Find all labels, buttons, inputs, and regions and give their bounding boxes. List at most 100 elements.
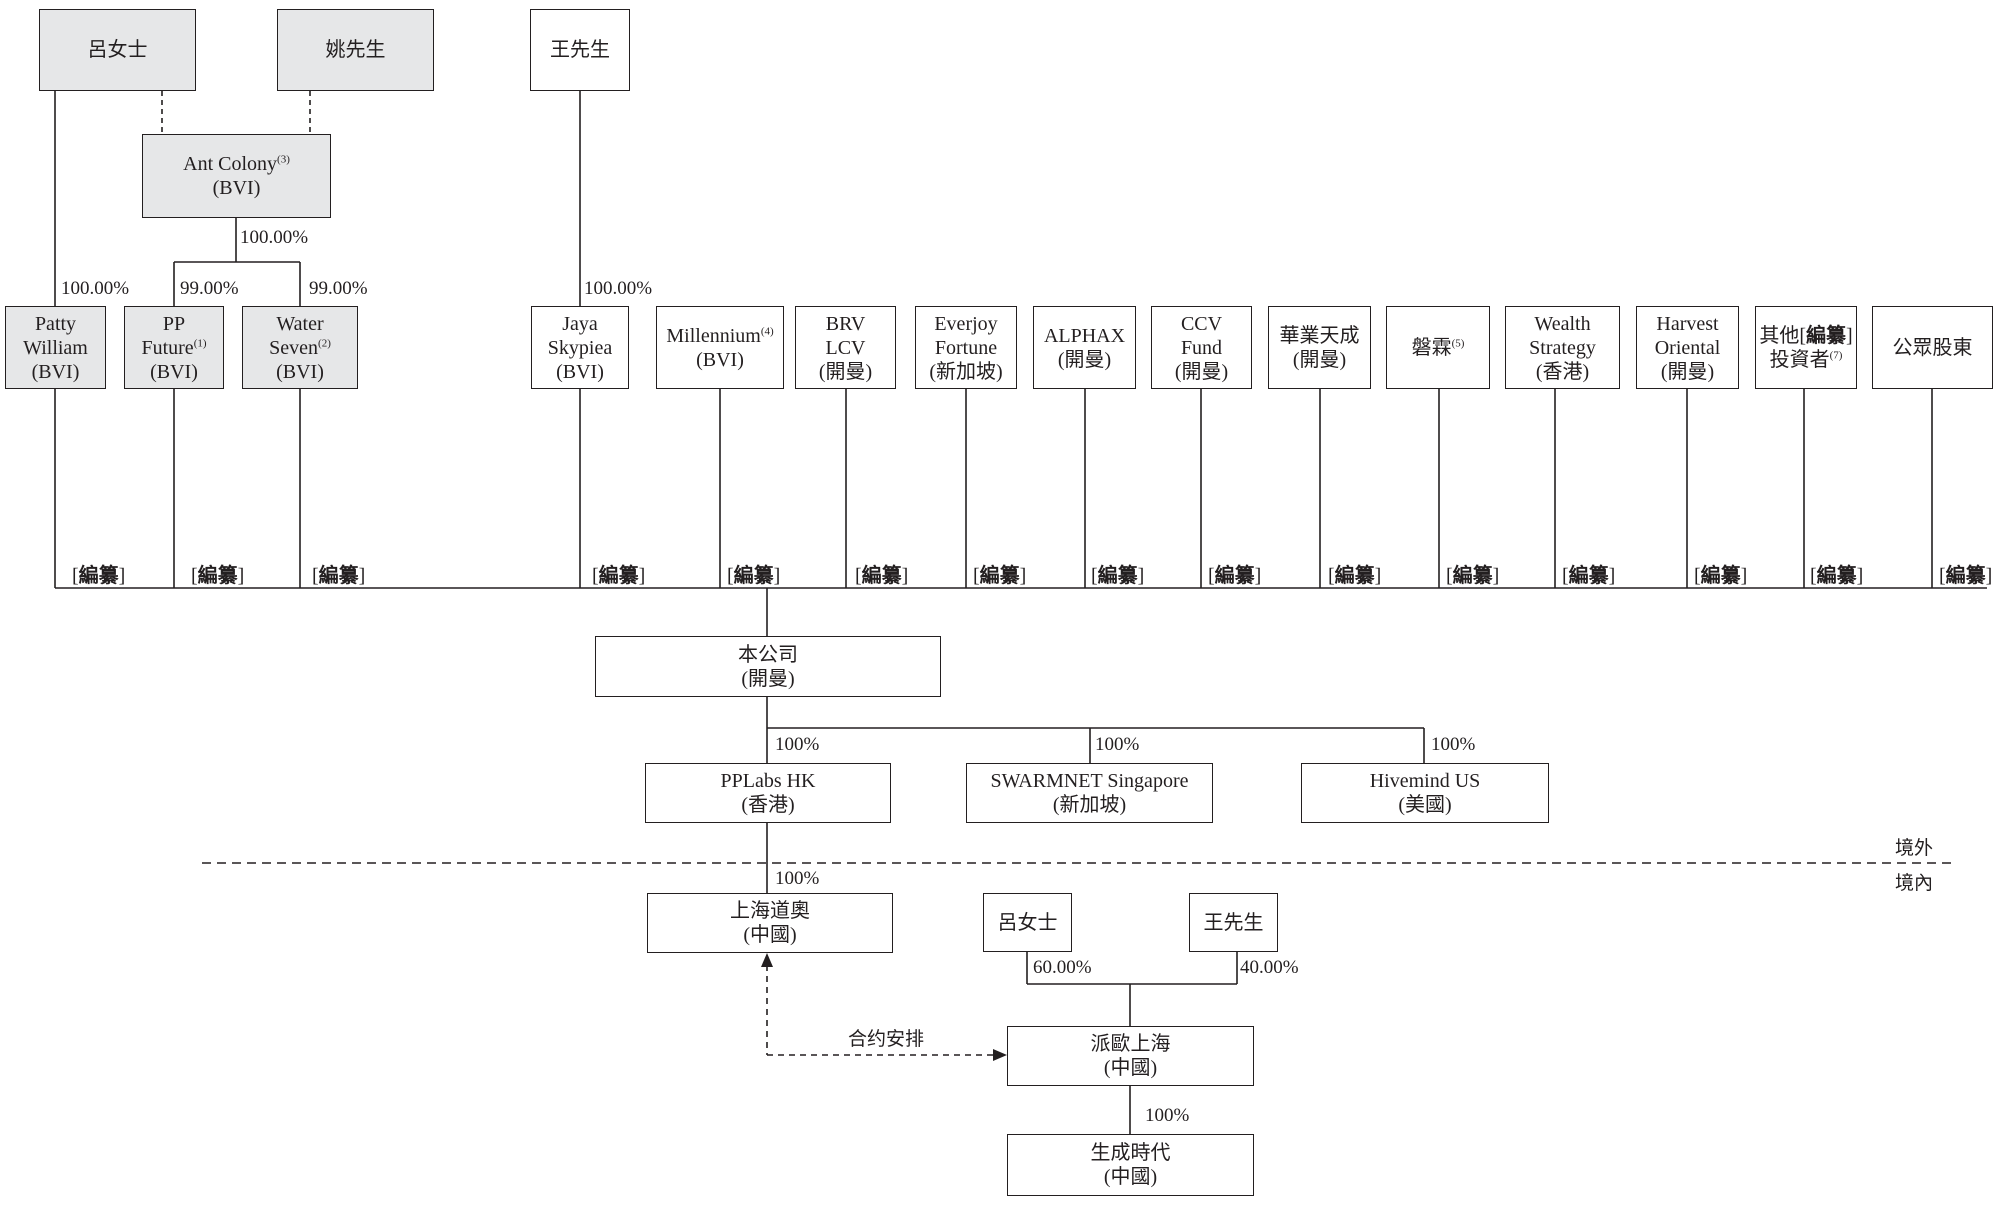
bracket-open: [	[973, 565, 980, 587]
shareholder-brv-lcv: BRV LCV (開曼)	[795, 306, 896, 389]
bracket-close: ]	[638, 565, 646, 587]
patty-line-2: William	[23, 336, 88, 359]
bracket-open: [	[72, 565, 79, 587]
pplabs-percentage: 100%	[775, 734, 820, 755]
everjoy-line-3: (新加坡)	[929, 360, 1003, 383]
subsidiary-pplabs-hk: PPLabs HK (香港)	[645, 763, 891, 823]
bracket-open: [	[312, 565, 319, 587]
bracket-open: [	[855, 565, 862, 587]
bracket-open: [	[1208, 565, 1215, 587]
panlin-line-1: 磐霖	[1411, 336, 1452, 359]
redacted-text: 編纂	[598, 563, 639, 587]
holder-ms-lv: 呂女士	[39, 9, 196, 91]
wealth-line-1: Wealth	[1534, 312, 1591, 335]
bracket-close: ]	[901, 565, 909, 587]
brv-line-1: BRV	[825, 312, 866, 335]
redacted-text: 編纂	[197, 563, 238, 587]
redacted-pct-brv: [編纂]	[855, 559, 908, 588]
shanghai-daoao-percentage: 100%	[775, 868, 820, 889]
paiou-place: (中國)	[1103, 1057, 1158, 1079]
paiou-name: 派歐上海	[1090, 1033, 1171, 1055]
water-note: (2)	[318, 336, 331, 349]
bracket-close: ]	[358, 565, 366, 587]
others-bracket-close: ]	[1846, 325, 1853, 347]
shareholder-alphax: ALPHAX (開曼)	[1033, 306, 1136, 389]
everjoy-line-2: Fortune	[934, 336, 998, 359]
swarmnet-name: SWARMNET Singapore	[990, 770, 1189, 792]
hivemind-place: (美國)	[1398, 794, 1452, 816]
redacted-text: 編纂	[861, 563, 902, 587]
bracket-close: ]	[1492, 565, 1500, 587]
millennium-line-1-wrap: Millennium(4)	[666, 324, 773, 348]
offshore-label: 境外	[1895, 838, 1934, 859]
bracket-open: [	[592, 565, 599, 587]
subsidiary-hivemind-us: Hivemind US (美國)	[1301, 763, 1549, 823]
subsidiary-swarmnet-singapore: SWARMNET Singapore (新加坡)	[966, 763, 1213, 823]
shareholder-water-seven: Water Seven(2) (BVI)	[242, 306, 358, 389]
company-box: 本公司 (開曼)	[595, 636, 941, 697]
bracket-open: [	[1562, 565, 1569, 587]
redacted-pct-ccv: [編纂]	[1208, 559, 1261, 588]
pplabs-name: PPLabs HK	[720, 770, 816, 792]
alphax-line-1: ALPHAX	[1043, 324, 1126, 347]
redacted-pct-millennium: [編纂]	[727, 559, 780, 588]
ccv-line-3: (開曼)	[1174, 360, 1229, 383]
shanghai-daoao-name: 上海道奧	[730, 900, 810, 922]
brv-line-3: (開曼)	[818, 360, 873, 383]
shareholder-panlin: 磐霖(5)	[1386, 306, 1490, 389]
bracket-open: [	[1810, 565, 1817, 587]
redacted-pct-others: [編纂]	[1810, 559, 1863, 588]
holder-ms-lv-label: 呂女士	[87, 39, 148, 61]
redacted-text: 編纂	[318, 563, 359, 587]
swarmnet-percentage: 100%	[1095, 734, 1140, 755]
water-seven-percentage: 99.00%	[309, 278, 368, 299]
hivemind-percentage: 100%	[1431, 734, 1476, 755]
water-line-2-wrap: Seven(2)	[269, 336, 331, 360]
others-line-2-wrap: 投資者(7)	[1770, 348, 1843, 372]
redacted-pct-harvest: [編纂]	[1694, 559, 1747, 588]
hivemind-name: Hivemind US	[1369, 770, 1481, 792]
redacted-text: 編纂	[979, 563, 1020, 587]
onshore-label: 境內	[1895, 873, 1934, 894]
bracket-open: [	[1091, 565, 1098, 587]
redacted-text: 編纂	[1816, 563, 1857, 587]
jaya-line-3: (BVI)	[556, 360, 604, 383]
holder-mr-yao: 姚先生	[277, 9, 434, 91]
redacted-text: 編纂	[1568, 563, 1609, 587]
redacted-pct-water: [編纂]	[312, 559, 365, 588]
bracket-close: ]	[1254, 565, 1262, 587]
ant-colony-name-line: Ant Colony(3)	[183, 152, 290, 176]
jaya-percentage: 100.00%	[584, 278, 653, 299]
bracket-close: ]	[1985, 565, 1993, 587]
wealth-line-3: (香港)	[1535, 360, 1590, 383]
shareholder-ccv-fund: CCV Fund (開曼)	[1151, 306, 1252, 389]
patty-line-1: Patty	[34, 312, 77, 335]
harvest-line-2: Oriental	[1654, 336, 1721, 359]
paiou-shanghai-box: 派歐上海 (中國)	[1007, 1026, 1254, 1086]
shanghai-daoao-box: 上海道奧 (中國)	[647, 893, 893, 953]
bracket-close: ]	[1740, 565, 1748, 587]
others-line-1: 其他	[1759, 325, 1800, 347]
redacted-text: 編纂	[1700, 563, 1741, 587]
others-bracket-open: [	[1799, 325, 1806, 347]
everjoy-line-1: Everjoy	[934, 312, 998, 335]
pp-future-percentage: 99.00%	[180, 278, 239, 299]
redacted-text: 編纂	[1097, 563, 1138, 587]
shareholder-public: 公眾股東	[1872, 306, 1993, 389]
water-line-2: Seven	[269, 336, 319, 359]
ccv-line-2: Fund	[1180, 336, 1223, 359]
jaya-line-2: Skypiea	[547, 336, 613, 359]
swarmnet-place: (新加坡)	[1052, 794, 1127, 816]
redacted-pct-huaye: [編纂]	[1328, 559, 1381, 588]
bracket-open: [	[727, 565, 734, 587]
bracket-close: ]	[773, 565, 781, 587]
others-line-2: 投資者	[1769, 349, 1830, 371]
pp-line-2: Future	[141, 336, 194, 359]
shareholder-patty-william: Patty William (BVI)	[5, 306, 106, 389]
bracket-close: ]	[237, 565, 245, 587]
pp-line-1: PP	[162, 312, 186, 335]
public-line-1: 公眾股東	[1892, 336, 1973, 359]
shareholder-harvest-oriental: Harvest Oriental (開曼)	[1636, 306, 1739, 389]
ant-colony-box: Ant Colony(3) (BVI)	[142, 134, 331, 218]
